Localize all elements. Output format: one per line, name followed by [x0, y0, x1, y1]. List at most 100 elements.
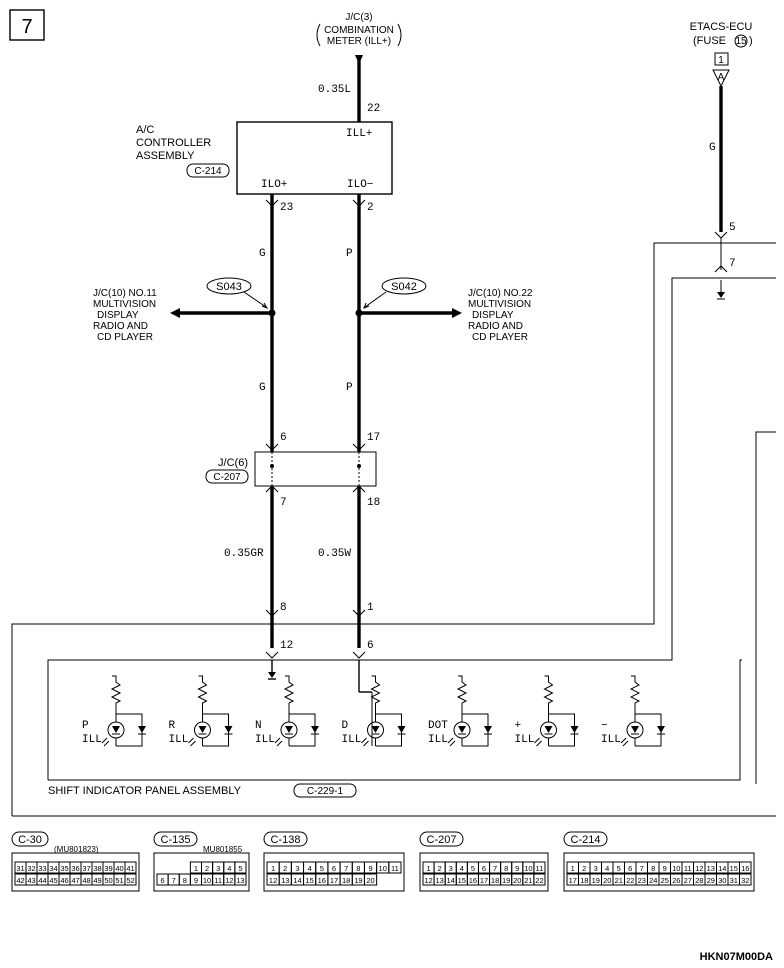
connector-pin: 43 — [27, 876, 35, 885]
connector-pin: 2 — [582, 864, 586, 873]
connector-pin: 31 — [730, 876, 738, 885]
pin-7: 7 — [280, 497, 287, 509]
connector-pin: 12 — [225, 876, 233, 885]
connector-pin: 20 — [603, 876, 611, 885]
connector-name: C-30 — [18, 834, 42, 846]
connector-pin: 22 — [626, 876, 634, 885]
indicator-label-bottom: ILL — [428, 734, 448, 746]
connector-pin: 11 — [684, 864, 692, 873]
left-dest-l2: MULTIVISION — [93, 299, 156, 310]
page-number-box — [9, 9, 45, 41]
pin-17: 17 — [367, 432, 380, 444]
connector-pin: 18 — [580, 876, 588, 885]
indicator-label-top: D — [342, 720, 349, 732]
right-dest-l4: RADIO AND — [468, 321, 523, 332]
connector-pin: 47 — [71, 876, 79, 885]
connector-pin: 44 — [38, 876, 46, 885]
resistor-icon — [370, 675, 381, 710]
right-dest-l1: J/C(10) NO.22 — [468, 288, 533, 299]
connector-pin: 6 — [332, 864, 336, 873]
connector-pin: 1 — [571, 864, 575, 873]
connector-pin: 34 — [49, 864, 57, 873]
connector-pin: 6 — [160, 876, 164, 885]
etacs-pin7: 7 — [729, 258, 736, 270]
connector-pin: 16 — [469, 876, 477, 885]
source-line1: J/C(3) — [345, 12, 372, 23]
etacs-pin5: 5 — [729, 222, 736, 234]
splice-leader-left — [243, 291, 267, 308]
connector-pin: 36 — [71, 864, 79, 873]
source-bracket-left — [316, 23, 321, 47]
jc6-label: J/C(6) — [218, 457, 248, 469]
indicator-label-top: R — [169, 720, 176, 732]
source-bracket-right — [397, 23, 402, 47]
pin-18: 18 — [367, 497, 380, 509]
connector-pin: 45 — [49, 876, 57, 885]
connector-pin: 37 — [82, 864, 90, 873]
jc6-box — [254, 451, 377, 487]
ac-controller-box — [236, 121, 393, 195]
connector-pin: 13 — [435, 876, 443, 885]
connector-pin: 19 — [592, 876, 600, 885]
connector-pin: 10 — [672, 864, 680, 873]
connector-pin: 15 — [730, 864, 738, 873]
connector-pin: 3 — [449, 864, 453, 873]
left-dest-l1: J/C(10) NO.11 — [93, 288, 157, 299]
connector-pin: 19 — [502, 876, 510, 885]
connector-pin: 13 — [281, 876, 289, 885]
pin-ilo-plus: ILO+ — [261, 179, 287, 191]
right-dest-l2: MULTIVISION — [468, 299, 531, 310]
ac-ctrl-line1: A/C — [136, 124, 154, 136]
etacs-pin: 1 — [718, 55, 724, 66]
connector-pin: 28 — [695, 876, 703, 885]
indicator-label-bottom: ILL — [255, 734, 275, 746]
indicator-4: DOT ILL — [428, 675, 492, 747]
connector-name: C-138 — [271, 834, 301, 846]
connector-pin: 32 — [741, 876, 749, 885]
connector-pin: 9 — [368, 864, 372, 873]
etacs-arrow-icon — [712, 69, 730, 88]
connector-pin: 4 — [605, 864, 609, 873]
connector-pin: 7 — [344, 864, 348, 873]
connector-name: C-207 — [427, 834, 457, 846]
connector-name: C-214 — [571, 834, 601, 846]
resistor-icon — [629, 675, 641, 710]
connector-pin: 27 — [684, 876, 692, 885]
pin-12: 12 — [280, 640, 293, 652]
pin-ill-plus: ILL+ — [346, 128, 372, 140]
diode-icon — [138, 726, 146, 733]
shift-panel-connector: C-229-1 — [307, 786, 344, 797]
connector-pin: 30 — [718, 876, 726, 885]
connector-pin: 12 — [695, 864, 703, 873]
connector-pin: 15 — [458, 876, 466, 885]
connector-pin: 3 — [295, 864, 299, 873]
pin-2: 2 — [367, 202, 374, 214]
page-number: 7 — [21, 16, 32, 38]
right-dest-l3: DISPLAY — [472, 310, 514, 321]
indicator-label-bottom: ILL — [169, 734, 189, 746]
connector-pin: 6 — [482, 864, 486, 873]
right-dest-l5: CD PLAYER — [472, 332, 528, 343]
wire-label-035l: 0.35L — [318, 84, 351, 96]
indicator-label-top: P — [82, 720, 89, 732]
boundary-inner — [47, 277, 776, 780]
connector-pin: 42 — [16, 876, 24, 885]
connector-pin: 8 — [356, 864, 360, 873]
indicator-5: +ILL — [515, 675, 579, 747]
indicator-label-top: DOT — [428, 720, 448, 732]
connector-pin: 51 — [115, 876, 123, 885]
connector-pin: 49 — [93, 876, 101, 885]
connector-pin: 6 — [628, 864, 632, 873]
connector-pin: 5 — [320, 864, 324, 873]
indicator-label-top: + — [515, 720, 522, 732]
etacs-fuse-close: ) — [749, 35, 753, 47]
splice-s042-badge — [381, 277, 427, 295]
connector-pin: 12 — [269, 876, 277, 885]
etacs-fuse: (FUSE — [693, 35, 726, 47]
diode-icon — [484, 726, 492, 733]
wire-label-g1: G — [259, 248, 266, 260]
